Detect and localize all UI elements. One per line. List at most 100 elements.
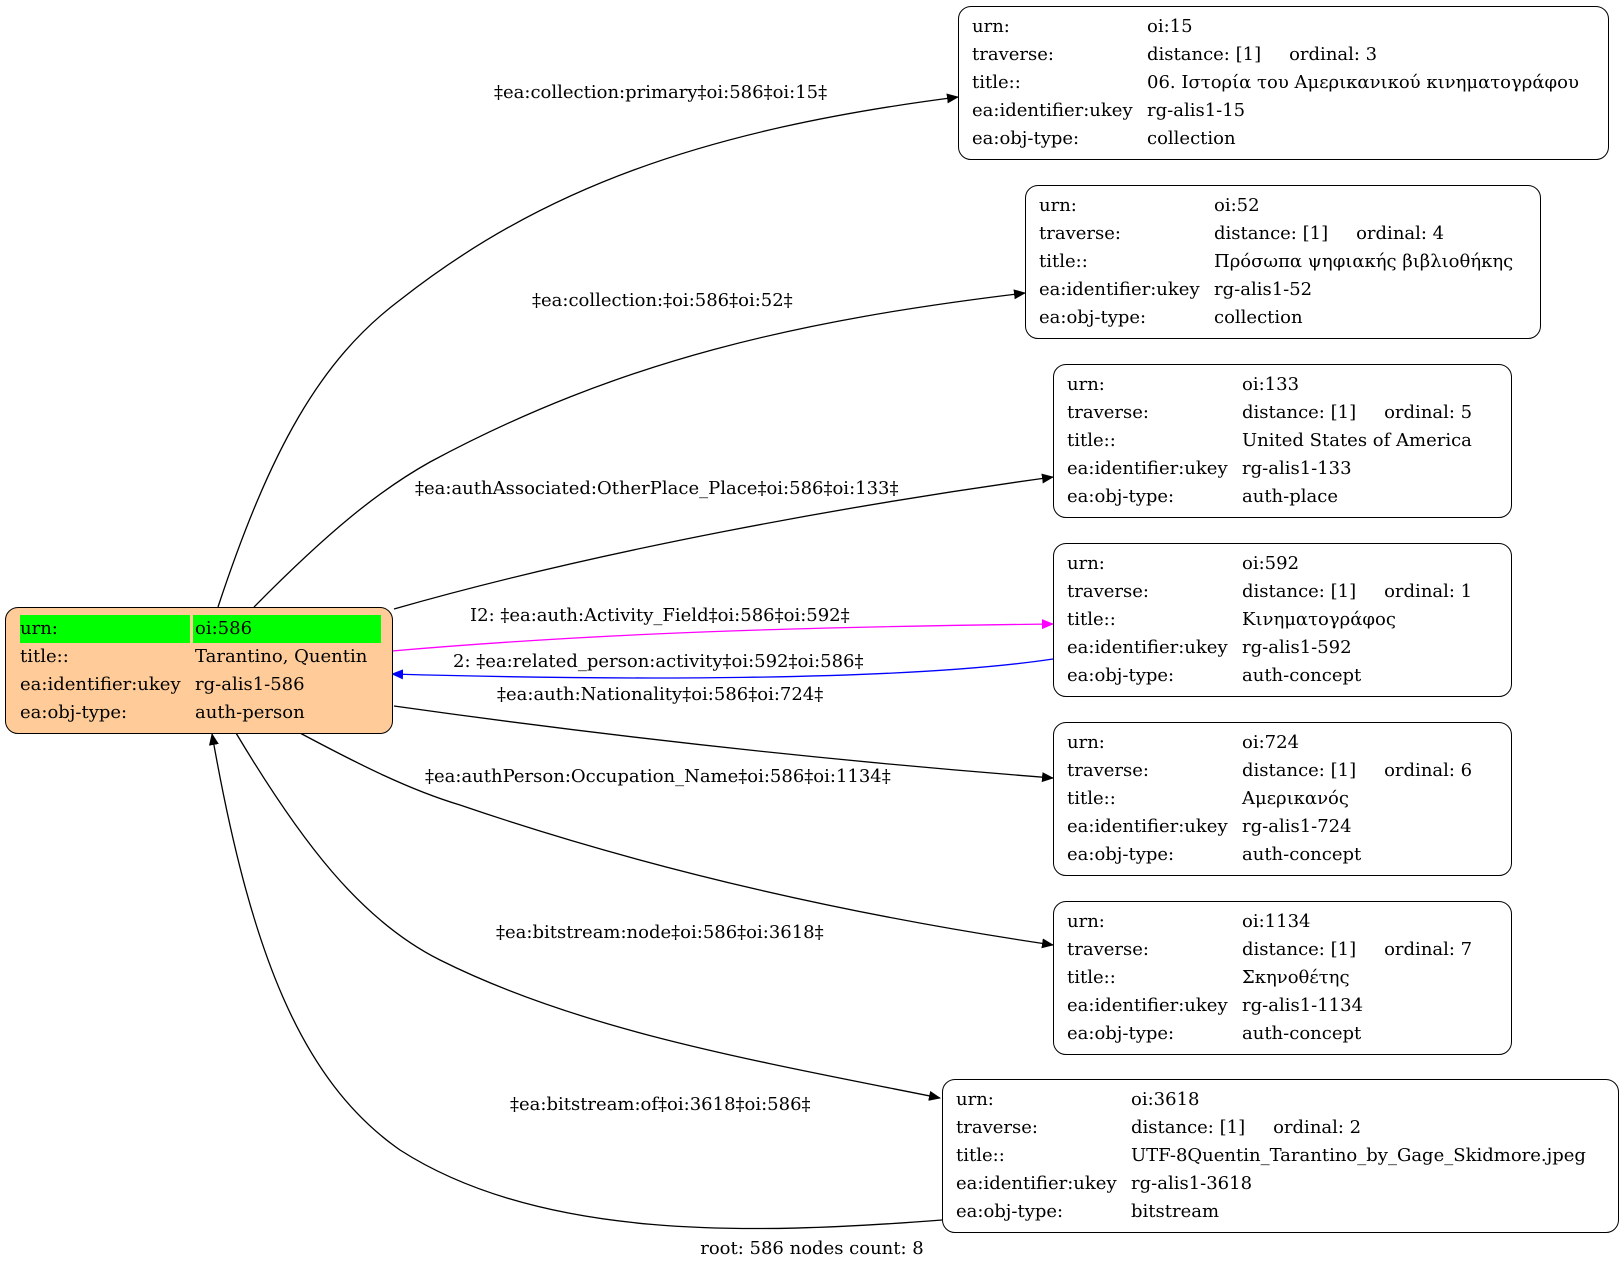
edge-oi586-oi52 xyxy=(253,289,1026,608)
title-key: title:: xyxy=(972,72,1021,93)
ordinal-value: ordinal: 5 xyxy=(1384,402,1473,423)
ordinal-value: ordinal: 2 xyxy=(1273,1117,1362,1138)
traverse-key: traverse: xyxy=(956,1117,1038,1138)
node-oi15[interactable]: urn:oi:15 traverse:distance: [1]ordinal:… xyxy=(958,6,1609,160)
urn-key: urn: xyxy=(20,615,190,643)
traverse-key: traverse: xyxy=(1067,581,1149,602)
edge-label-occupation-name: ‡ea:authPerson:Occupation_Name‡oi:586‡oi… xyxy=(425,766,891,787)
ukey-value: rg-alis1-3618 xyxy=(1131,1173,1253,1194)
ukey-value: rg-alis1-15 xyxy=(1147,100,1246,121)
ordinal-value: ordinal: 1 xyxy=(1384,581,1473,602)
ukey-key: ea:identifier:ukey xyxy=(20,674,181,695)
ukey-key: ea:identifier:ukey xyxy=(972,100,1133,121)
edge-label-bitstream-node: ‡ea:bitstream:node‡oi:586‡oi:3618‡ xyxy=(496,922,824,943)
ukey-value: rg-alis1-1134 xyxy=(1242,995,1364,1016)
node-oi133[interactable]: urn: oi:133 traverse: distance: [1] ordinal… xyxy=(1053,364,1512,518)
type-value: auth-concept xyxy=(1242,844,1362,865)
ordinal-value: ordinal: 7 xyxy=(1384,939,1473,960)
urn-key: urn: xyxy=(1067,553,1105,574)
traverse-key: traverse: xyxy=(1067,760,1149,781)
title-value: Κινηματογράφος xyxy=(1242,609,1396,630)
node-oi592[interactable]: urn:oi:592 traverse:distance: [1]ordinal… xyxy=(1053,543,1512,697)
type-value: auth-person xyxy=(195,702,305,723)
urn-key: urn: xyxy=(956,1089,994,1110)
title-key: title:: xyxy=(1067,609,1116,630)
traverse-key: traverse: xyxy=(1067,402,1149,423)
ordinal-value: ordinal: 4 xyxy=(1356,223,1445,244)
edge-label-activity-field: I2: ‡ea:auth:Activity_Field‡oi:586‡oi:59… xyxy=(470,605,850,626)
edge-oi586-oi592 xyxy=(391,619,1054,652)
type-key: ea:obj-type: xyxy=(20,702,128,723)
ukey-value: rg-alis1-133 xyxy=(1242,458,1352,479)
edge-oi586-oi3618 xyxy=(235,732,941,1101)
type-key: ea:obj-type: xyxy=(1067,486,1175,507)
edge-oi592-oi586 xyxy=(391,658,1054,680)
ukey-key: ea:identifier:ukey xyxy=(1039,279,1200,300)
title-value: UTF-8Quentin_Tarantino_by_Gage_Skidmore.… xyxy=(1131,1145,1586,1166)
distance-value: distance: [1] xyxy=(1242,760,1357,781)
title-value: Πρόσωπα ψηφιακής βιβλιοθήκης xyxy=(1214,251,1514,272)
edge-label-bitstream-of: ‡ea:bitstream:of‡oi:3618‡oi:586‡ xyxy=(510,1094,811,1115)
edge-label-related-person-activity: 2: ‡ea:related_person:activity‡oi:592‡oi… xyxy=(453,651,864,672)
distance-value: distance: [1] xyxy=(1214,223,1329,244)
ukey-value: rg-alis1-592 xyxy=(1242,637,1352,658)
type-key: ea:obj-type: xyxy=(1039,307,1147,328)
ordinal-value: ordinal: 6 xyxy=(1384,760,1473,781)
graph-footer-caption: root: 586 nodes count: 8 xyxy=(700,1238,924,1259)
node-oi724[interactable]: urn: oi:724 traverse: distance: [1] ordinal… xyxy=(1053,722,1512,876)
title-value: United States of America xyxy=(1242,430,1472,451)
type-value: collection xyxy=(1147,128,1236,149)
title-value: 06. Ιστορία του Αμερικανικού κινηματογρά… xyxy=(1147,72,1579,93)
root-node-oi586[interactable]: urn:oi:586 title::Tarantino, Quentin ea:… xyxy=(5,607,393,734)
ukey-value: rg-alis1-586 xyxy=(195,674,305,695)
traverse-key: traverse: xyxy=(1067,939,1149,960)
ordinal-value: ordinal: 3 xyxy=(1289,44,1378,65)
urn-value: oi:724 xyxy=(1242,732,1300,753)
type-key: ea:obj-type: xyxy=(972,128,1080,149)
type-value: bitstream xyxy=(1131,1201,1220,1222)
title-value: Σκηνοθέτης xyxy=(1242,967,1350,988)
type-key: ea:obj-type: xyxy=(956,1201,1064,1222)
title-value: Αμερικανός xyxy=(1242,788,1349,809)
urn-value: oi:3618 xyxy=(1131,1089,1200,1110)
urn-key: urn: xyxy=(1067,732,1105,753)
ukey-value: rg-alis1-52 xyxy=(1214,279,1313,300)
urn-value: oi:586 xyxy=(193,615,381,643)
title-key: title:: xyxy=(20,646,69,667)
title-key: title:: xyxy=(1067,430,1116,451)
type-value: auth-concept xyxy=(1242,665,1362,686)
edge-oi3618-oi586 xyxy=(208,733,943,1230)
type-value: auth-place xyxy=(1242,486,1338,507)
distance-value: distance: [1] xyxy=(1242,939,1357,960)
ukey-key: ea:identifier:ukey xyxy=(1067,637,1228,658)
urn-value: oi:592 xyxy=(1242,553,1300,574)
ukey-key: ea:identifier:ukey xyxy=(1067,458,1228,479)
type-key: ea:obj-type: xyxy=(1067,844,1175,865)
urn-key: urn: xyxy=(1067,374,1105,395)
edge-oi586-oi15 xyxy=(217,93,959,608)
type-value: collection xyxy=(1214,307,1303,328)
distance-value: distance: [1] xyxy=(1131,1117,1246,1138)
type-value: auth-concept xyxy=(1242,1023,1362,1044)
urn-value: oi:1134 xyxy=(1242,911,1311,932)
traverse-key: traverse: xyxy=(972,44,1054,65)
edge-label-collection: ‡ea:collection:‡oi:586‡oi:52‡ xyxy=(532,290,793,311)
edge-oi586-oi724 xyxy=(393,705,1054,783)
edge-label-collection-primary: ‡ea:collection:primary‡oi:586‡oi:15‡ xyxy=(494,82,828,103)
title-key: title:: xyxy=(956,1145,1005,1166)
title-value: Tarantino, Quentin xyxy=(195,646,368,667)
node-oi52[interactable]: urn:oi:52 traverse:distance: [1]ordinal:… xyxy=(1025,185,1541,339)
distance-value: distance: [1] xyxy=(1242,402,1357,423)
edge-label-nationality: ‡ea:auth:Nationality‡oi:586‡oi:724‡ xyxy=(497,684,824,705)
urn-key: urn: xyxy=(1067,911,1105,932)
type-key: ea:obj-type: xyxy=(1067,1023,1175,1044)
node-oi1134[interactable]: urn: oi:1134 traverse: distance: [1] ordina… xyxy=(1053,901,1512,1055)
ukey-key: ea:identifier:ukey xyxy=(1067,995,1228,1016)
node-oi3618[interactable]: urn: oi:3618 traverse: distance: [1] ordina… xyxy=(942,1079,1619,1233)
urn-value: oi:52 xyxy=(1214,195,1260,216)
title-key: title:: xyxy=(1067,967,1116,988)
traverse-key: traverse: xyxy=(1039,223,1121,244)
ukey-value: rg-alis1-724 xyxy=(1242,816,1352,837)
urn-value: oi:133 xyxy=(1242,374,1300,395)
